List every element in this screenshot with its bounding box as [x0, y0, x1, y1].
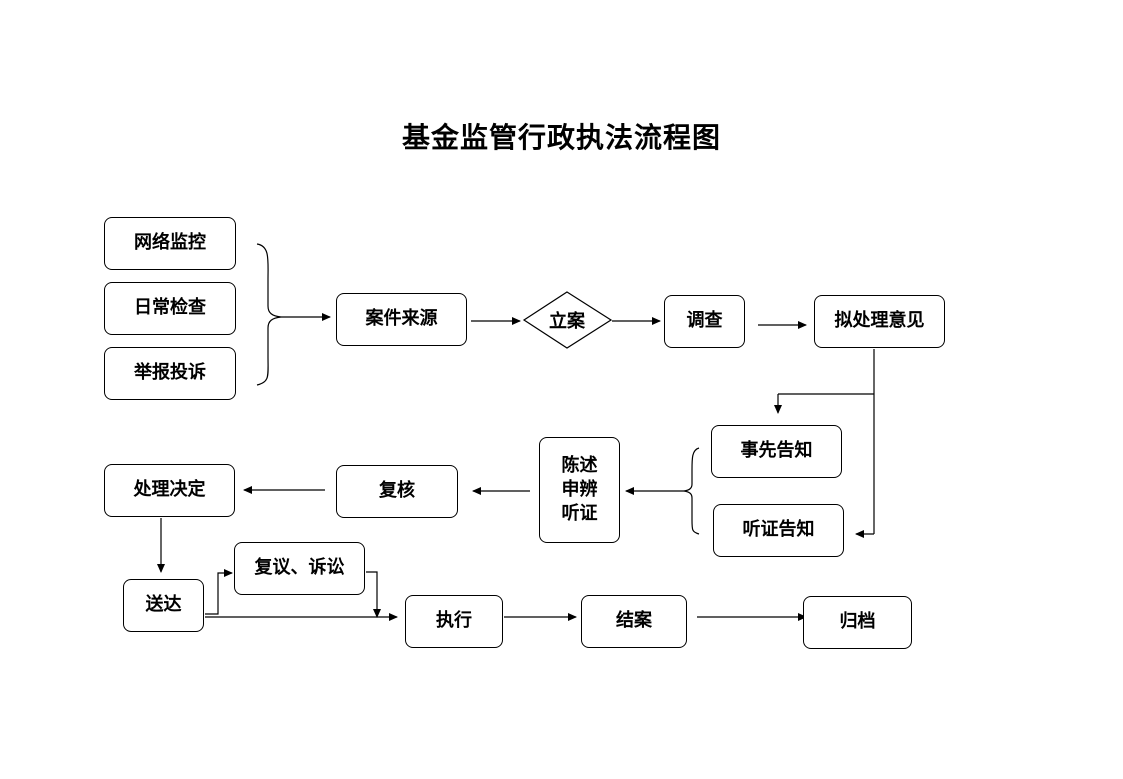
node-hearing-notice: 听证告知: [713, 504, 844, 557]
source-brace: [256, 243, 282, 386]
node-case-source: 案件来源: [336, 293, 467, 346]
defense-line: 申辨: [561, 478, 598, 500]
node-investigation: 调查: [664, 295, 745, 348]
page-title: 基金监管行政执法流程图: [401, 121, 721, 154]
node-proposed-opinion: 拟处理意见: [814, 295, 945, 348]
hearing-line: 听证: [561, 503, 598, 525]
source-network-monitoring: 网络监控: [104, 217, 236, 270]
node-closure: 结案: [581, 595, 687, 648]
node-archive: 归档: [803, 596, 912, 649]
node-review: 复核: [336, 465, 458, 518]
source-report-complaint: 举报投诉: [104, 347, 236, 400]
node-prior-notice: 事先告知: [711, 425, 842, 478]
filing-diamond: [522, 291, 613, 349]
source-daily-inspection: 日常检查: [104, 282, 236, 335]
node-delivery: 送达: [123, 579, 204, 632]
statement-line: 陈述: [561, 454, 598, 476]
node-statement-defense-hearing: 陈述 申辨 听证: [539, 437, 620, 543]
arrow-reconsideration-to-execution: [366, 571, 381, 618]
arrow-delivery-to-reconsideration: [205, 569, 233, 615]
node-reconsideration-litigation: 复议、诉讼: [234, 542, 365, 595]
node-decision: 处理决定: [104, 464, 235, 517]
node-filing: 立案: [549, 311, 585, 332]
node-execution: 执行: [405, 595, 503, 648]
notice-brace: [683, 447, 700, 535]
